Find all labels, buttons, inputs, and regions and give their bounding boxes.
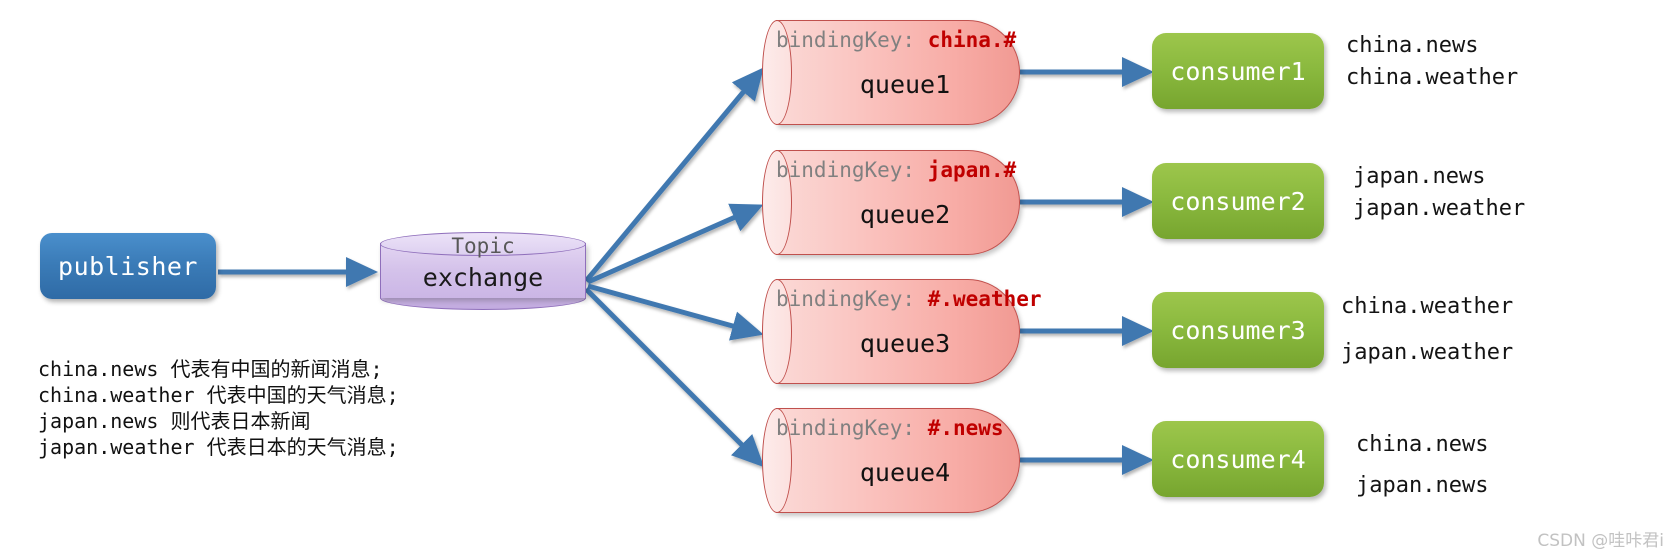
routing-key-item: japan.weather — [1353, 196, 1526, 221]
binding-key-value: china.# — [927, 28, 1017, 52]
queue-pipe-body — [776, 408, 1020, 513]
consumer-label-4: consumer4 — [1170, 444, 1306, 474]
legend-block: china.news 代表有中国的新闻消息; china.weather 代表中… — [38, 356, 399, 460]
binding-prefix-label: bindingKey: — [776, 158, 928, 182]
queue-pipe-cap — [762, 279, 792, 384]
exchange-type-label: Topic — [451, 234, 515, 258]
routing-key-item: japan.news — [1356, 473, 1489, 498]
consumer-node-1[interactable]: consumer1 — [1152, 33, 1324, 109]
queue-pipe-cap — [762, 150, 792, 255]
consumer-label-3: consumer3 — [1170, 315, 1306, 345]
consumer-label-2: consumer2 — [1170, 186, 1306, 216]
consumer-node-4[interactable]: consumer4 — [1152, 421, 1324, 497]
queue-binding-key-2: bindingKey: japan.# — [776, 158, 1066, 182]
publisher-label: publisher — [58, 251, 198, 281]
binding-prefix-label: bindingKey: — [776, 416, 928, 440]
queue-pipe-body — [776, 20, 1020, 125]
exchange-cylinder-top — [380, 232, 586, 256]
queue-node-3[interactable]: bindingKey: #.weather queue3 — [762, 279, 1042, 384]
exchange-node[interactable]: Topic exchange — [380, 232, 586, 310]
consumer-node-3[interactable]: consumer3 — [1152, 292, 1324, 368]
consumer-node-2[interactable]: consumer2 — [1152, 163, 1324, 239]
binding-prefix-label: bindingKey: — [776, 28, 928, 52]
queue-name-2: queue2 — [859, 200, 951, 229]
binding-key-value: japan.# — [927, 158, 1017, 182]
routing-key-item: japan.weather — [1341, 340, 1514, 365]
legend-line: china.weather 代表中国的天气消息; — [38, 383, 399, 407]
routing-key-item: china.weather — [1346, 65, 1519, 90]
routing-key-item: china.news — [1356, 432, 1489, 457]
arrow-exchange-to-queue3 — [587, 283, 764, 341]
binding-key-value: #.weather — [927, 287, 1042, 311]
routing-key-item: japan.news — [1353, 164, 1486, 189]
consumer-label-1: consumer1 — [1170, 56, 1306, 86]
arrow-exchange-to-queue4 — [584, 287, 765, 468]
queue-binding-key-1: bindingKey: china.# — [776, 28, 1066, 52]
binding-prefix-label: bindingKey: — [776, 287, 928, 311]
queue-node-2[interactable]: bindingKey: japan.# queue2 — [762, 150, 1020, 255]
routing-keys-consumer-1: china.news china.weather — [1346, 30, 1518, 94]
exchange-label: exchange — [422, 263, 544, 292]
queue-node-1[interactable]: bindingKey: china.# queue1 — [762, 20, 1020, 125]
routing-keys-consumer-4: china.news japan.news — [1356, 424, 1488, 506]
routing-key-item: china.weather — [1341, 294, 1514, 319]
queue-binding-key-4: bindingKey: #.news — [776, 416, 1066, 440]
queue-name-3: queue3 — [859, 329, 951, 358]
legend-line: japan.weather 代表日本的天气消息; — [38, 435, 399, 459]
routing-keys-consumer-3: china.weather japan.weather — [1341, 284, 1513, 376]
routing-key-item: china.news — [1346, 33, 1479, 58]
legend-line: japan.news 则代表日本新闻 — [38, 409, 311, 433]
routing-keys-consumer-2: japan.news japan.weather — [1353, 161, 1525, 225]
queue-name-4: queue4 — [859, 458, 951, 487]
arrow-exchange-to-queue1 — [584, 67, 764, 283]
arrow-exchange-to-queue2 — [586, 203, 764, 285]
queue-pipe-cap — [762, 408, 792, 513]
queue-pipe-cap — [762, 20, 792, 125]
queue-binding-key-3: bindingKey: #.weather — [776, 287, 1066, 311]
queue-pipe-body — [776, 150, 1020, 255]
queue-name-1: queue1 — [859, 70, 951, 99]
watermark: CSDN @哇咔君i — [1537, 531, 1664, 551]
queue-node-4[interactable]: bindingKey: #.news queue4 — [762, 408, 1020, 513]
publisher-node[interactable]: publisher — [40, 233, 216, 299]
binding-key-value: #.news — [927, 416, 1004, 440]
legend-line: china.news 代表有中国的新闻消息; — [38, 357, 383, 381]
queue-pipe-body — [776, 279, 1020, 384]
